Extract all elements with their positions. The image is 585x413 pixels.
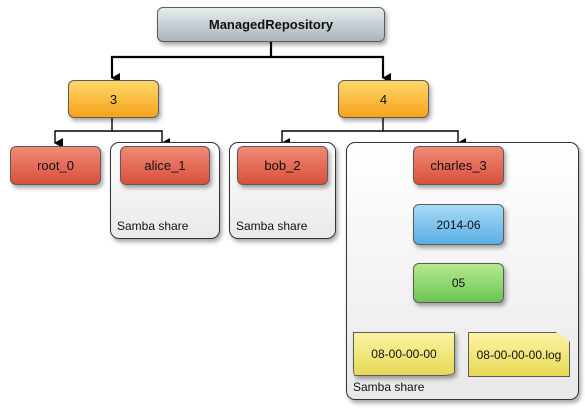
node-3-label: 3	[109, 91, 118, 107]
user-node-alice-1[interactable]: alice_1	[120, 146, 210, 185]
root-node-label: ManagedRepository	[208, 17, 334, 32]
folder-node-day-label: 05	[451, 276, 466, 290]
user-node-label: alice_1	[144, 158, 186, 173]
file-node-label: 08-00-00-00	[371, 347, 437, 361]
user-node-label: root_0	[37, 158, 74, 173]
user-node-label: bob_2	[264, 158, 301, 173]
root-node[interactable]: ManagedRepository	[157, 7, 385, 42]
user-node-label: charles_3	[430, 158, 487, 173]
folder-node-date-label: 2014-06	[436, 217, 481, 232]
node-4-label: 4	[379, 91, 388, 107]
samba-share-label: Samba share	[236, 219, 308, 233]
folder-node-day[interactable]: 05	[413, 263, 504, 303]
samba-share-label: Samba share	[117, 219, 189, 233]
edge-3-to-root0	[54, 118, 113, 148]
edge-root-to-3	[110, 42, 273, 83]
user-node-charles-3[interactable]: charles_3	[413, 146, 504, 185]
edge-root-to-4	[271, 55, 391, 83]
user-node-root-0[interactable]: root_0	[10, 146, 101, 185]
node-4[interactable]: 4	[338, 80, 429, 118]
edge-4-to-bob2	[281, 118, 384, 148]
folder-node-date[interactable]: 2014-06	[413, 204, 504, 245]
file-node-import[interactable]: 08-00-00-00	[353, 332, 455, 376]
edge-4-to-charles3	[383, 130, 466, 148]
samba-share-label: Samba share	[353, 380, 425, 394]
edge-3-to-alice1	[112, 130, 170, 148]
file-node-label: 08-00-00-00.log	[476, 347, 562, 362]
user-node-bob-2[interactable]: bob_2	[237, 146, 328, 185]
node-3[interactable]: 3	[68, 80, 159, 118]
file-node-log[interactable]: 08-00-00-00.log	[468, 332, 570, 377]
